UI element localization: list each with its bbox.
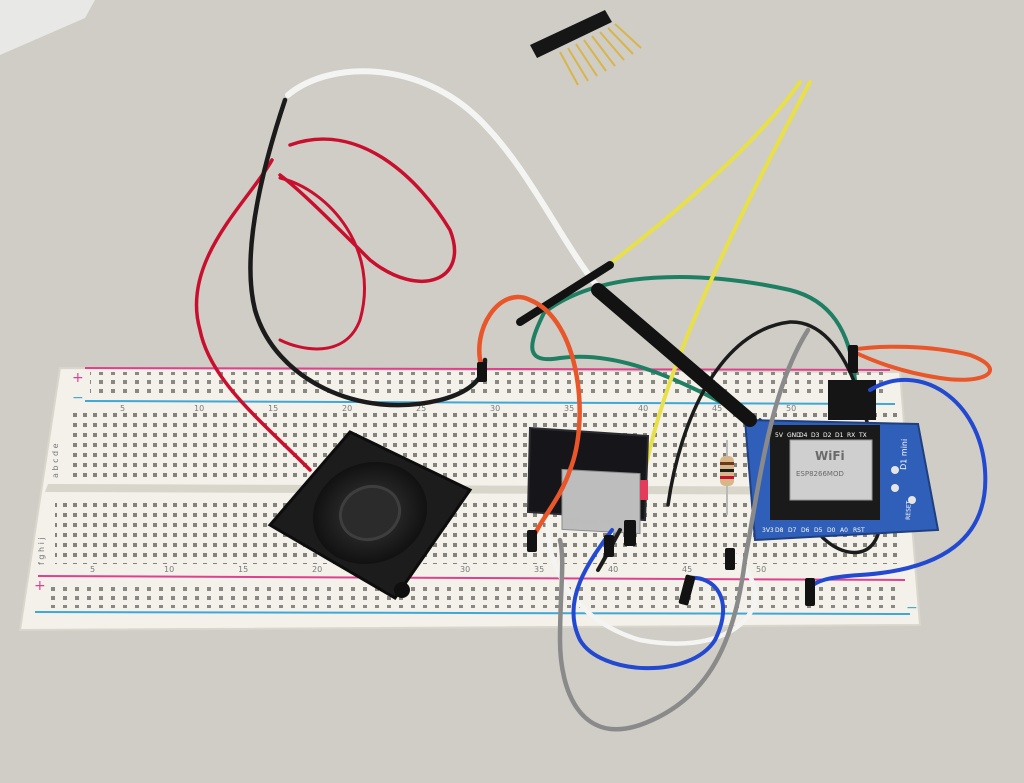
board-name: D1 mini: [899, 439, 909, 470]
dfplayer-label: DFPlayer Mini: [566, 518, 614, 526]
column-number: 10: [164, 565, 174, 574]
column-number: 30: [490, 404, 500, 413]
rail-line-blue-top: [84, 400, 896, 405]
column-number: 40: [638, 404, 648, 413]
wire-blue-1: [806, 378, 988, 592]
row-letters-top: a b c d e: [51, 443, 60, 478]
column-number: 5: [90, 565, 95, 574]
jumper-housing-small: [516, 261, 614, 326]
wire-gray: [557, 327, 811, 732]
column-number: 10: [194, 404, 204, 413]
column-number: 30: [460, 565, 470, 574]
rail-minus-bottom: −: [906, 600, 918, 616]
wemos-pin-label: D6: [801, 527, 810, 534]
wire-red-twisted-3: [278, 176, 366, 351]
column-number: 20: [312, 565, 322, 574]
wemos-pin-label: RST: [853, 527, 865, 534]
wemos-pin-label: RX: [847, 432, 855, 439]
wire-orange-1: [477, 294, 582, 543]
resistor: [720, 440, 734, 515]
wemos-pin-label: 5V: [775, 432, 784, 439]
column-number: 35: [534, 565, 544, 574]
wire-white-long: [285, 68, 603, 293]
wemos-pin-label: D7: [788, 527, 797, 534]
wire-orange-2: [848, 344, 993, 382]
wire-red-twisted-2: [278, 137, 457, 284]
column-number: 50: [786, 404, 796, 413]
wemos-pin-label: D8: [775, 527, 784, 534]
wemos-pin-label: D3: [811, 432, 820, 439]
header-pin-strip: [530, 10, 642, 86]
wire-yellow-1: [610, 80, 802, 264]
rail-line-red-bottom: [37, 575, 906, 581]
rail-plus-bottom: +: [34, 578, 46, 594]
module-text: ESP8266MOD: [796, 470, 844, 478]
rail-line-blue-bottom: [34, 611, 911, 615]
column-number: 45: [682, 565, 692, 574]
wire-black-speaker: [248, 97, 488, 408]
column-number: 15: [238, 565, 248, 574]
column-number: 50: [756, 565, 766, 574]
wemos-pin-label: 3V3: [762, 527, 774, 534]
wemos-pin-label: D2: [823, 432, 832, 439]
column-number: 45: [712, 404, 722, 413]
wemos-pin-label: D0: [827, 527, 836, 534]
wemos-pin-label: D5: [814, 527, 823, 534]
wemos-pin-label: A0: [840, 527, 848, 534]
reset-label: RESET: [905, 500, 913, 520]
rail-minus-top: −: [72, 390, 84, 406]
column-number: 25: [416, 404, 426, 413]
wire-red-twisted-1: [194, 158, 312, 472]
breadboard: + − + − a b c d e f g h i j 5 5 10 10 15 15 20…: [18, 366, 922, 632]
row-letters-bottom: f g h i j: [37, 537, 46, 565]
wifi-badge: WiFi: [815, 449, 845, 463]
column-number: 40: [608, 565, 618, 574]
jumper-housing-black: [591, 283, 757, 427]
speaker: [267, 430, 473, 600]
wemos-pin-label: GND: [787, 432, 801, 439]
column-number: 5: [120, 404, 125, 413]
column-number: 20: [342, 404, 352, 413]
wemos-pin-label: D4: [799, 432, 808, 439]
wires-front: [285, 68, 993, 732]
laptop-corner: [0, 0, 95, 55]
wire-blue-2: [571, 528, 726, 671]
column-number: 35: [564, 404, 574, 413]
wemos-pin-label: D1: [835, 432, 844, 439]
rail-plus-top: +: [72, 370, 84, 386]
wemos-pin-label: TX: [858, 432, 867, 439]
jumper-ends: [477, 345, 858, 606]
column-number: 15: [268, 404, 278, 413]
rail-line-red-top: [84, 367, 891, 371]
